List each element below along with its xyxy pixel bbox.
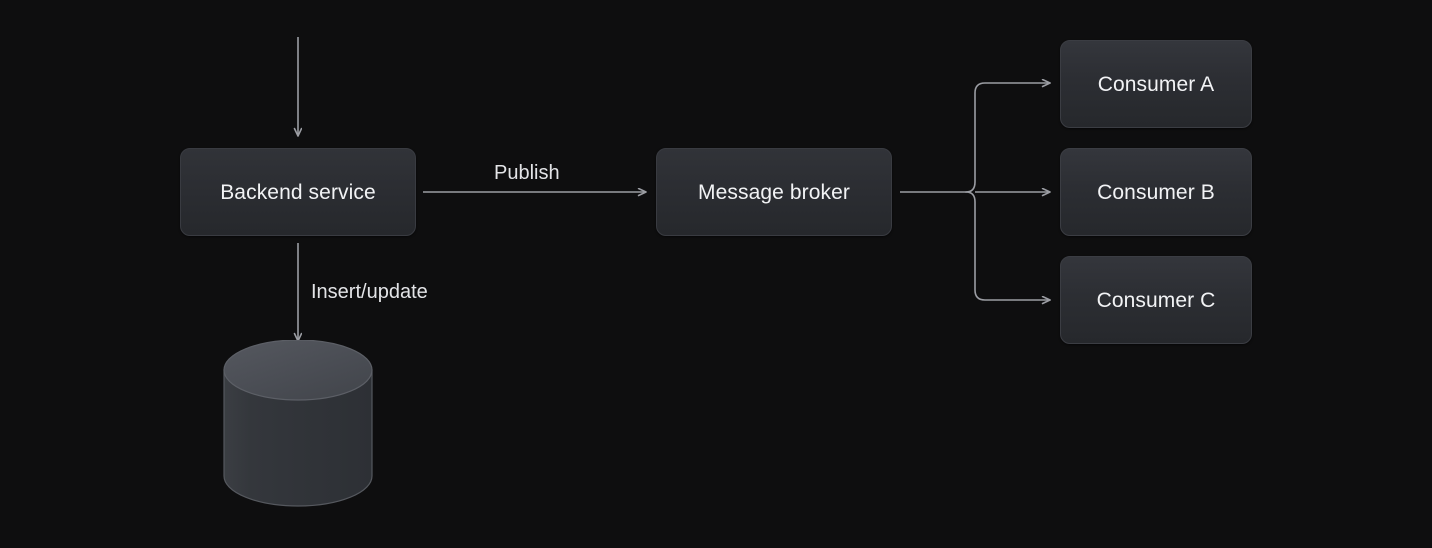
edge-label-insert-update: Insert/update <box>311 281 428 303</box>
node-consumer-b[interactable]: Consumer B <box>1060 148 1252 236</box>
node-consumer-b-label: Consumer B <box>1097 180 1215 204</box>
node-consumer-a-label: Consumer A <box>1097 72 1215 96</box>
edge-label-publish: Publish <box>494 162 560 184</box>
edge-broker-to-consumer-c <box>965 191 1051 300</box>
node-backend-service-label: Backend service <box>220 180 376 204</box>
node-message-broker[interactable]: Message broker <box>656 148 892 236</box>
node-consumer-a[interactable]: Consumer A <box>1060 40 1252 128</box>
node-message-broker-label: Message broker <box>698 180 850 204</box>
node-consumer-c[interactable]: Consumer C <box>1060 256 1252 344</box>
node-consumer-c-label: Consumer C <box>1096 288 1216 312</box>
database-cylinder-icon[interactable] <box>216 340 384 516</box>
node-backend-service[interactable]: Backend service <box>180 148 416 236</box>
edge-broker-to-consumer-a <box>965 83 1051 193</box>
